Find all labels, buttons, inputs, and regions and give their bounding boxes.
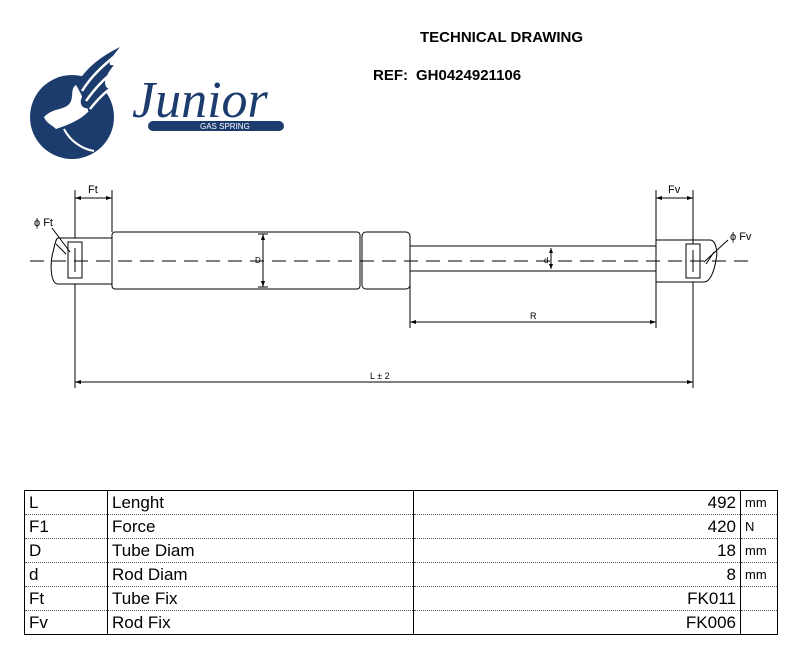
tube-body	[111, 231, 361, 290]
label-rod-length: R	[530, 311, 537, 321]
table-row: Ft Tube Fix FK011	[24, 586, 778, 611]
spec-symbol: F1	[24, 514, 108, 539]
spec-value: 18	[413, 538, 741, 563]
page-title: TECHNICAL DRAWING	[420, 29, 584, 46]
spec-unit: mm	[740, 538, 778, 563]
ref-label: REF:	[373, 67, 408, 84]
spec-name: Rod Diam	[107, 562, 414, 587]
logo-tagline: GAS SPRING	[200, 122, 250, 131]
label-tube-diam: D	[255, 256, 261, 265]
technical-drawing: Ft Fv ϕ Ft ϕ Fv D d R L ± 2	[30, 184, 755, 388]
table-row: L Lenght 492 mm	[24, 490, 778, 515]
spec-value: 8	[413, 562, 741, 587]
rod	[409, 245, 657, 272]
label-phi-ft: ϕ Ft	[34, 217, 53, 229]
spec-name: Force	[107, 514, 414, 539]
spec-unit	[740, 586, 778, 611]
label-fv: Fv	[668, 184, 681, 196]
spec-value: FK006	[413, 610, 741, 635]
label-phi-fv: ϕ Fv	[730, 231, 752, 243]
tube-end-fitting	[50, 237, 113, 285]
spec-unit: mm	[740, 562, 778, 587]
table-row: D Tube Diam 18 mm	[24, 538, 778, 563]
spec-value: 420	[413, 514, 741, 539]
ref-value: GH0424921106	[416, 67, 522, 84]
spec-symbol: L	[24, 490, 108, 515]
table-row: Fv Rod Fix FK006	[24, 610, 778, 635]
spec-symbol: Fv	[24, 610, 108, 635]
eagle-icon	[30, 47, 120, 159]
reference-line: REF: GH0424921106	[373, 67, 521, 84]
spec-symbol: Ft	[24, 586, 108, 611]
spec-symbol: D	[24, 538, 108, 563]
specs-table: L Lenght 492 mm F1 Force 420 N D Tube Di…	[24, 490, 778, 635]
spec-value: FK011	[413, 586, 741, 611]
spec-unit: N	[740, 514, 778, 539]
spec-name: Rod Fix	[107, 610, 414, 635]
tube-eyelet	[67, 241, 83, 279]
label-length: L ± 2	[370, 371, 390, 381]
spec-value: 492	[413, 490, 741, 515]
spec-unit	[740, 610, 778, 635]
spec-name: Tube Diam	[107, 538, 414, 563]
table-row: F1 Force 420 N	[24, 514, 778, 539]
label-ft: Ft	[88, 184, 98, 196]
spec-name: Lenght	[107, 490, 414, 515]
rod-end-fitting	[655, 239, 718, 283]
brand-logo: Junior GAS SPRING	[30, 47, 284, 159]
spec-unit: mm	[740, 490, 778, 515]
logo-spring-bar	[148, 121, 284, 131]
logo-brand: Junior	[132, 72, 269, 129]
spec-name: Tube Fix	[107, 586, 414, 611]
table-row: d Rod Diam 8 mm	[24, 562, 778, 587]
label-rod-diam: d	[544, 256, 548, 265]
spec-symbol: d	[24, 562, 108, 587]
